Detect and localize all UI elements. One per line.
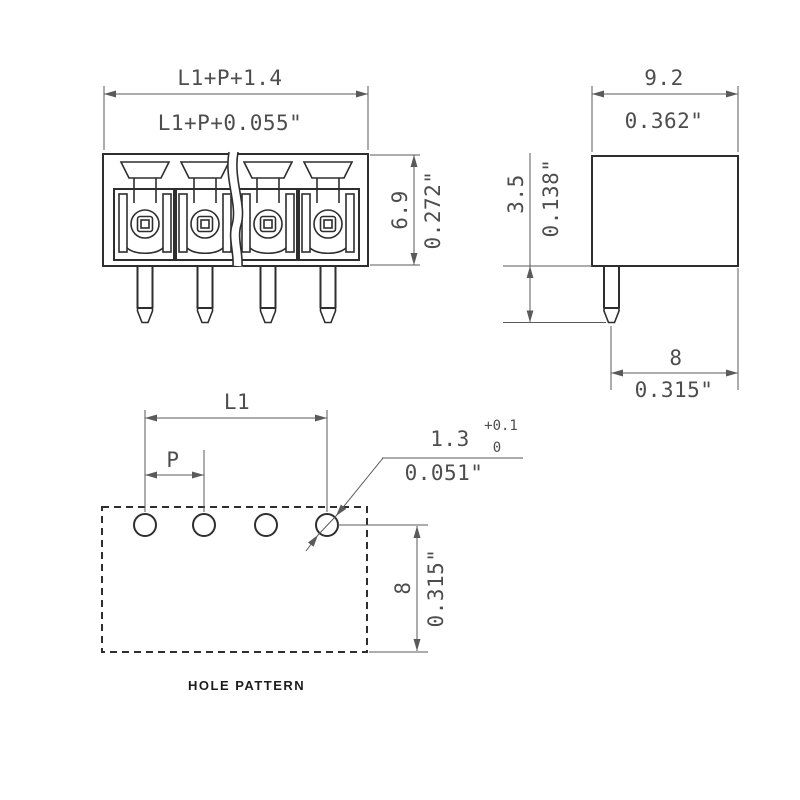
side-width-dimension: 9.2 0.362" (591, 66, 739, 152)
hole-dia-mm-label: 1.3 (430, 427, 469, 451)
side-body-outline (591, 155, 739, 267)
pcb-outline-dashed (101, 506, 368, 653)
row-offset-mm-label: 8 (391, 581, 415, 594)
front-width-mm-label: L1+P+1.4 (177, 66, 282, 90)
drill-hole (254, 513, 278, 537)
side-pin-offset-dimension: 8 0.315" (610, 268, 739, 402)
front-view: L1+P+1.4 L1+P+0.055" 6.9 0.272" (102, 66, 445, 324)
terminal-cell (113, 161, 177, 261)
hole-pattern-caption: HOLE PATTERN (188, 678, 305, 693)
span-l1-label: L1 (224, 390, 250, 414)
solder-pin (196, 265, 214, 324)
pin-offset-inch-label: 0.315" (635, 378, 714, 402)
front-width-inch-label: L1+P+0.055" (158, 111, 303, 135)
front-width-dimension: L1+P+1.4 L1+P+0.055" (103, 66, 369, 150)
solder-pin (319, 265, 337, 324)
hole-dia-tol-lower: 0 (493, 440, 501, 456)
solder-pin (259, 265, 277, 324)
pitch-p-label: P (166, 448, 179, 472)
terminal-cell (173, 161, 237, 261)
pin-offset-mm-label: 8 (669, 346, 682, 370)
hole-diameter-callout: 1.3 +0.1 0 0.051" (305, 418, 523, 552)
side-view: 9.2 0.362" 3.5 0.138" 8 0.315" (503, 66, 739, 402)
side-width-mm-label: 9.2 (644, 66, 683, 90)
side-solder-pin (603, 265, 620, 324)
solder-pin (136, 265, 154, 324)
terminal-cell (296, 161, 360, 261)
hole-dia-inch-label: 0.051" (405, 461, 484, 485)
row-offset-inch-label: 0.315" (424, 549, 448, 628)
terminal-cell (236, 161, 300, 261)
pin-length-mm-label: 3.5 (504, 174, 528, 213)
row-offset-dimension: 8 0.315" (338, 524, 448, 653)
side-pin-length-dimension: 3.5 0.138" (503, 153, 606, 323)
front-height-mm-label: 6.9 (388, 190, 412, 229)
drill-hole (192, 513, 216, 537)
front-height-inch-label: 0.272" (421, 171, 445, 250)
pitch-dimension-p: P (145, 448, 205, 512)
hole-dia-tol-upper: +0.1 (484, 418, 518, 434)
front-height-dimension: 6.9 0.272" (370, 154, 445, 266)
pin-length-inch-label: 0.138" (539, 159, 563, 238)
side-width-inch-label: 0.362" (625, 109, 704, 133)
drill-hole (133, 513, 157, 537)
span-dimension-l1: L1 (144, 390, 328, 512)
hole-pattern-view: L1 P 1.3 +0.1 0 0.051" 8 0.315" HOLE PAT… (101, 390, 523, 693)
break-line (227, 151, 244, 267)
